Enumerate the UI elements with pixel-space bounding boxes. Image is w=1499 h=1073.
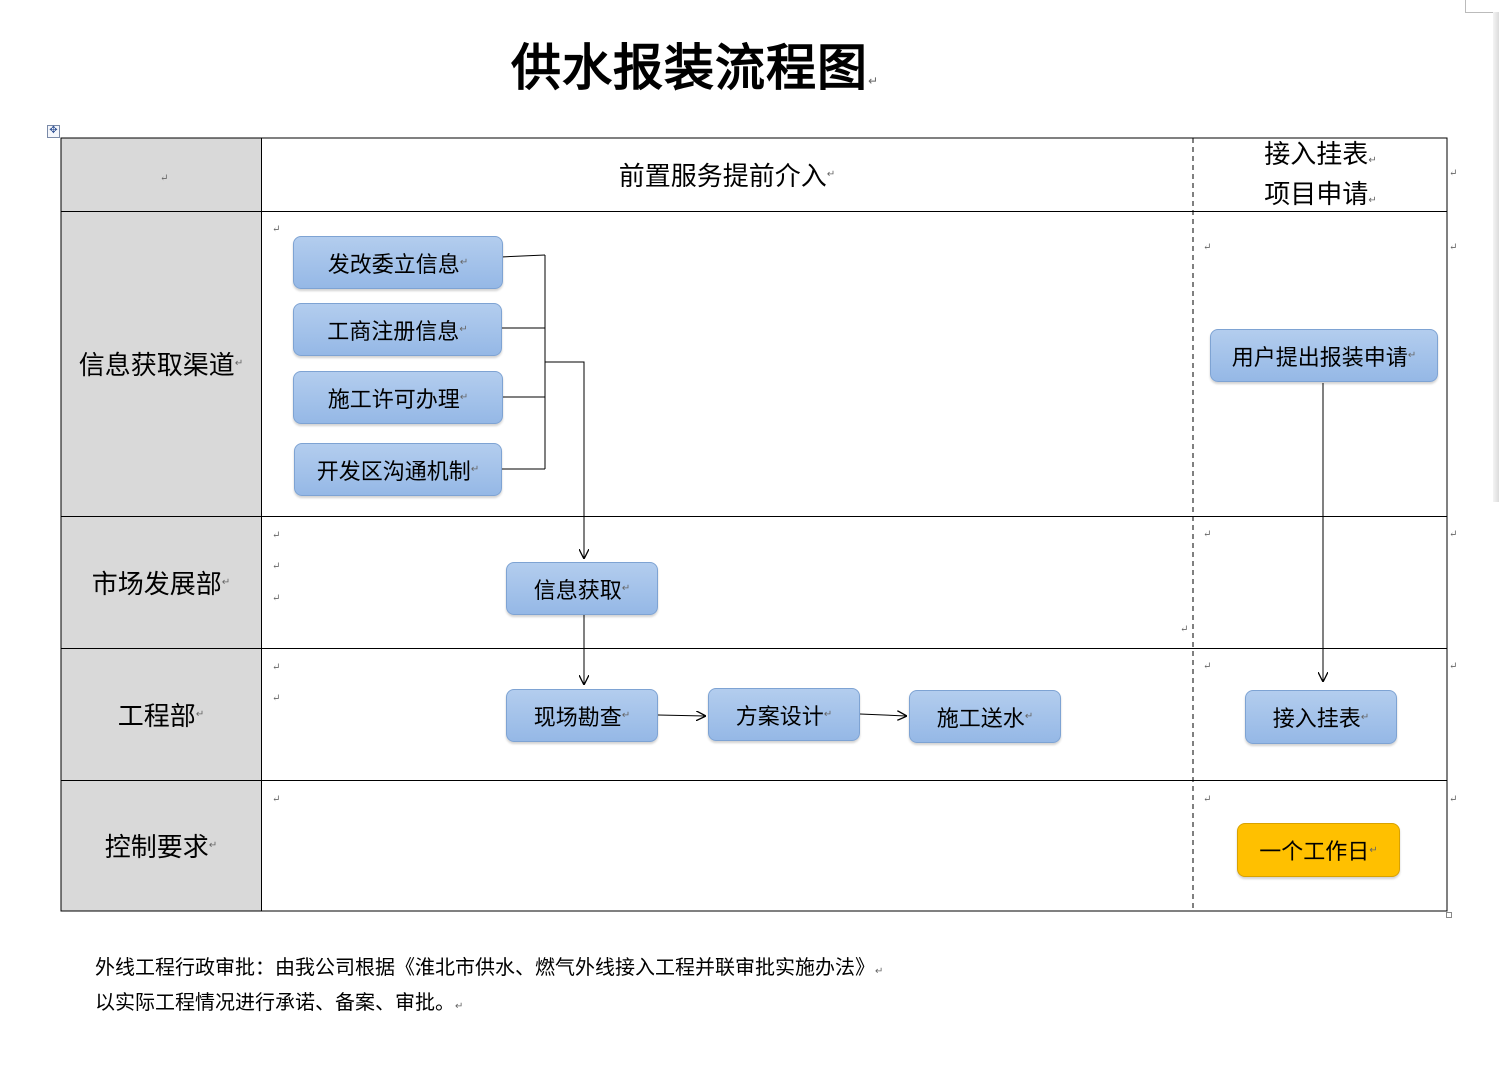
phase-install-header: 接入挂表↵ 项目申请↵ — [1264, 140, 1377, 210]
table-resize-handle[interactable] — [1446, 912, 1452, 918]
paragraph-mark-icon: ↵ — [1449, 529, 1458, 540]
row-label-market: 市场发展部↵ — [61, 516, 261, 648]
paragraph-mark-icon: ↵ — [272, 561, 281, 572]
box-construction-permit: 施工许可办理↵ — [293, 371, 503, 424]
arrow-to-xxhq — [545, 361, 584, 558]
paragraph-mark-icon: ↵ — [1180, 624, 1189, 635]
header-label-cell — [61, 138, 261, 211]
paragraph-mark-icon: ↵ — [272, 794, 281, 805]
approval-note: 外线工程行政审批：由我公司根据《淮北市供水、燃气外线接入工程并联审批实施办法》↵… — [95, 955, 884, 1014]
box-plan-design: 方案设计↵ — [708, 688, 860, 741]
paragraph-mark-icon: ↵ — [1449, 794, 1458, 805]
box-info-acquire: 信息获取↵ — [506, 562, 658, 615]
paragraph-mark-icon: ↵ — [1449, 661, 1458, 672]
box-development-zone: 开发区沟通机制↵ — [294, 443, 502, 496]
box-fgw-info: 发改委立信息↵ — [293, 236, 503, 289]
box-site-survey: 现场勘查↵ — [506, 689, 658, 742]
row-label-engineering: 工程部↵ — [61, 648, 261, 780]
paragraph-mark-icon: ↵ — [272, 693, 281, 704]
page-right-edge — [1493, 12, 1499, 502]
box-meter-install: 接入挂表↵ — [1245, 690, 1397, 744]
table-border — [60, 137, 1448, 912]
box-one-workday: 一个工作日↵ — [1237, 823, 1400, 877]
phase-pre-header: 前置服务提前介入↵ — [618, 162, 836, 192]
paragraph-mark-icon: ↵ — [1203, 529, 1212, 540]
page-title: 供水报装流程图↵ — [510, 39, 880, 97]
row-label-control: 控制要求↵ — [61, 780, 261, 911]
paragraph-mark-icon: ↵ — [1203, 794, 1212, 805]
row-label-info: 信息获取渠道↵ — [61, 211, 261, 516]
box-business-registration: 工商注册信息↵ — [293, 303, 502, 356]
paragraph-mark-icon: ↵ — [1449, 242, 1458, 253]
move-anchor-icon[interactable]: ✥ — [47, 125, 60, 138]
paragraph-mark-icon: ↵ — [272, 530, 281, 541]
paragraph-mark-icon: ↵ — [1203, 242, 1212, 253]
paragraph-mark-icon: ↵ — [272, 224, 281, 235]
paragraph-mark-icon: ↵ — [1203, 661, 1212, 672]
box-construction-water: 施工送水↵ — [909, 690, 1061, 743]
page-corner-marker — [1465, 0, 1499, 13]
paragraph-mark-icon: ↵ — [272, 593, 281, 604]
connector-fgw — [500, 254, 546, 258]
box-user-application: 用户提出报装申请↵ — [1210, 329, 1438, 382]
paragraph-mark-icon: ↵ — [272, 662, 281, 673]
arrow-xckc-to-fasj — [657, 715, 705, 716]
arrow-fasj-to-sgss — [859, 714, 906, 716]
paragraph-mark-icon: ↵ — [160, 173, 169, 184]
paragraph-mark-icon: ↵ — [1449, 168, 1458, 179]
paragraph-mark-icon: ↵ — [867, 74, 880, 88]
